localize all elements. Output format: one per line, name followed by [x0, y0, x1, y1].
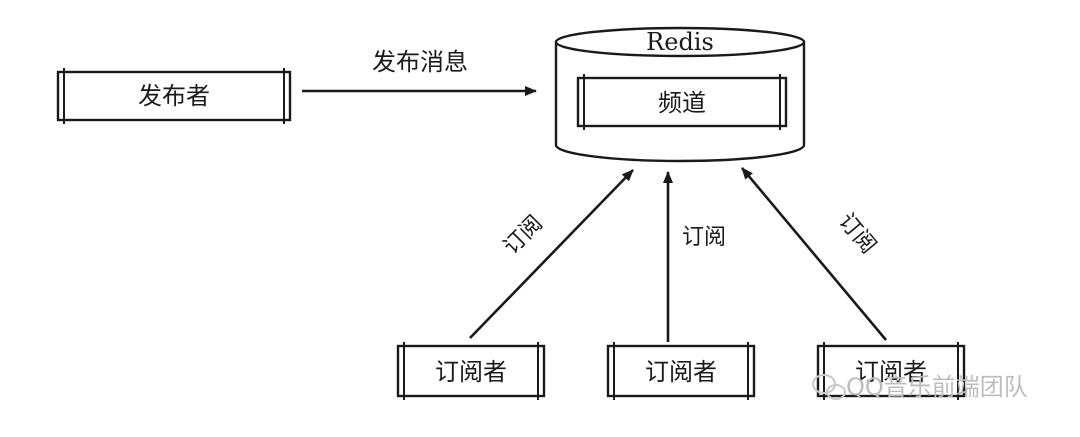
subscribe-edge-label-2: 订阅: [682, 225, 726, 250]
subscriber-label-2: 订阅者: [645, 358, 717, 386]
publisher-label: 发布者: [138, 82, 210, 110]
subscribe-edge-3: 订阅: [741, 167, 887, 341]
channel-label: 频道: [658, 89, 706, 117]
redis-title: Redis: [646, 28, 714, 56]
subscribe-edge-2: 订阅: [663, 171, 726, 342]
watermark-text: QQ音乐前端团队: [846, 373, 1028, 401]
publish-edge: 发布消息: [302, 48, 537, 96]
subscribe-edge-label-1: 订阅: [499, 211, 548, 260]
wechat-icon: [812, 374, 846, 400]
publish-edge-label: 发布消息: [372, 48, 468, 76]
redis-cylinder: Redis: [554, 26, 806, 163]
subscriber-node-2: 订阅者: [606, 342, 756, 400]
watermark: QQ音乐前端团队: [812, 373, 1028, 401]
channel-node: 频道: [576, 74, 788, 130]
subscriber-node-1: 订阅者: [396, 342, 546, 400]
subscriber-label-3: 订阅者: [855, 358, 927, 386]
subscriber-label-1: 订阅者: [435, 358, 507, 386]
publisher-node: 发布者: [56, 68, 292, 124]
subscribe-edge-1: 订阅: [469, 169, 634, 339]
subscriber-node-3: 订阅者: [816, 342, 966, 400]
subscribe-edge-label-3: 订阅: [833, 209, 880, 259]
